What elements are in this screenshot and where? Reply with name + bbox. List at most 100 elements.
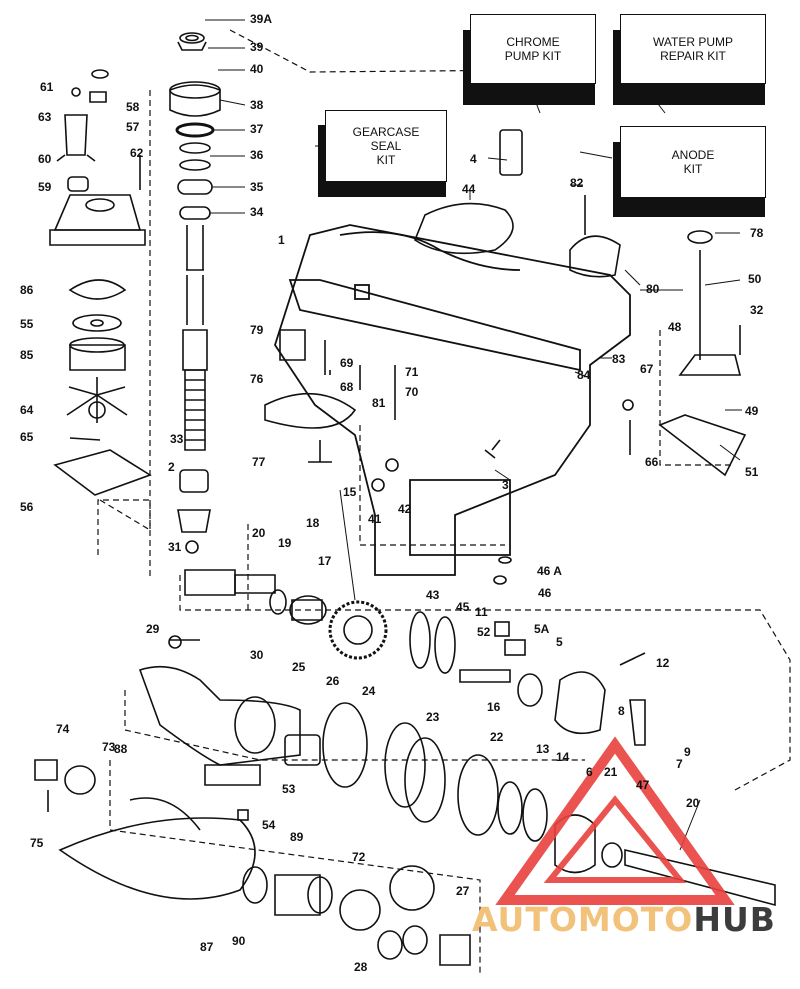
lower-assembly (34, 635, 776, 966)
callout-number: 79 (250, 323, 264, 337)
callout-number: 69 (340, 356, 354, 370)
callout-number: 6 (586, 765, 593, 779)
callout-number: 88 (114, 742, 128, 756)
callout-number: 15 (343, 485, 357, 499)
chrome-pump-kit-label: CHROME PUMP KIT (470, 14, 596, 84)
watermark-triangle (495, 736, 735, 905)
callout-number: 55 (20, 317, 34, 331)
callout-number: 58 (126, 100, 140, 114)
callout-number: 38 (250, 98, 264, 112)
callout-number: 70 (405, 385, 419, 399)
callout-number: 7 (676, 757, 683, 771)
callout-number: 75 (30, 836, 44, 850)
callout-number: 40 (250, 62, 264, 76)
callout-number: 24 (362, 684, 376, 698)
anode-kit-label: ANODE KIT (620, 126, 766, 198)
callout-number: 4 (470, 152, 477, 166)
callout-number: 45 (456, 600, 470, 614)
callout-number: 42 (398, 502, 412, 516)
callout-number: 18 (306, 516, 320, 530)
callout-number: 46 (538, 586, 552, 600)
callout-number: 35 (250, 180, 264, 194)
callout-number: 13 (536, 742, 550, 756)
callout-number: 5 (556, 635, 563, 649)
callout-number: 1 (278, 233, 285, 247)
callout-number: 81 (372, 396, 386, 410)
callout-number: 46 A (537, 564, 562, 578)
callout-number: 37 (250, 122, 264, 136)
water-pump-parts (49, 69, 152, 496)
callout-number: 30 (250, 648, 264, 662)
callout-number: 68 (340, 380, 354, 394)
callout-number: 19 (278, 536, 292, 550)
callout-number: 36 (250, 148, 264, 162)
callout-number: 76 (250, 372, 264, 386)
callout-number: 32 (750, 303, 764, 317)
callout-number: 14 (556, 750, 570, 764)
callout-number: 85 (20, 348, 34, 362)
gearcase-housing (274, 224, 631, 576)
callout-number: 71 (405, 365, 419, 379)
callout-number: 3 (502, 478, 509, 492)
callout-number: 56 (20, 500, 34, 514)
callout-number: 29 (146, 622, 160, 636)
top-shaft-assembly (169, 32, 221, 554)
callout-number: 2 (168, 460, 175, 474)
callout-number: 77 (252, 455, 266, 469)
callout-number: 8 (618, 704, 625, 718)
callout-number: 83 (612, 352, 626, 366)
callout-number: 62 (130, 146, 144, 160)
callout-number: 51 (745, 465, 759, 479)
callout-number: 54 (262, 818, 276, 832)
callout-number: 90 (232, 934, 246, 948)
callout-number: 72 (352, 850, 366, 864)
callout-number: 12 (656, 656, 670, 670)
water-pump-repair-kit-label: WATER PUMP REPAIR KIT (620, 14, 766, 84)
callout-number: 66 (645, 455, 659, 469)
callout-number: 41 (368, 512, 382, 526)
callout-number: 74 (56, 722, 70, 736)
callout-number: 80 (646, 282, 660, 296)
callout-number: 25 (292, 660, 306, 674)
drive-gear-row (184, 569, 646, 746)
callout-number: 87 (200, 940, 214, 954)
callout-number: 9 (684, 745, 691, 759)
center-parts (264, 329, 512, 585)
callout-number: 26 (326, 674, 340, 688)
callout-number: 50 (748, 272, 762, 286)
callout-number: 27 (456, 884, 470, 898)
callout-number: 20 (686, 796, 700, 810)
right-side-parts (414, 129, 747, 477)
callout-number: 65 (20, 430, 34, 444)
callout-number: 52 (477, 625, 491, 639)
callout-number: 31 (168, 540, 182, 554)
callout-number: 78 (750, 226, 764, 240)
callout-number: 44 (462, 182, 476, 196)
gearcase-seal-kit-label: GEARCASE SEAL KIT (325, 110, 447, 182)
callout-number: 23 (426, 710, 440, 724)
callout-number: 22 (490, 730, 504, 744)
callout-number: 47 (636, 778, 650, 792)
callout-number: 28 (354, 960, 368, 974)
callout-number: 59 (38, 180, 52, 194)
callout-number: 11 (475, 605, 488, 619)
callout-number: 64 (20, 403, 34, 417)
callout-number: 48 (668, 320, 682, 334)
callout-number: 5A (534, 622, 550, 636)
callout-number: 33 (170, 432, 184, 446)
callout-number: 20 (252, 526, 266, 540)
callout-number: 21 (604, 765, 618, 779)
callout-number: 57 (126, 120, 140, 134)
callout-number: 67 (640, 362, 654, 376)
callout-number: 73 (102, 740, 116, 754)
callout-number: 60 (38, 152, 52, 166)
callout-number: 63 (38, 110, 52, 124)
watermark-text: AUTOMOTOHUB (472, 900, 776, 939)
callout-number: 82 (570, 176, 584, 190)
callout-number: 43 (426, 588, 440, 602)
callout-number: 16 (487, 700, 501, 714)
callout-number: 49 (745, 404, 759, 418)
callout-number: 84 (577, 368, 591, 382)
callout-number: 89 (290, 830, 304, 844)
